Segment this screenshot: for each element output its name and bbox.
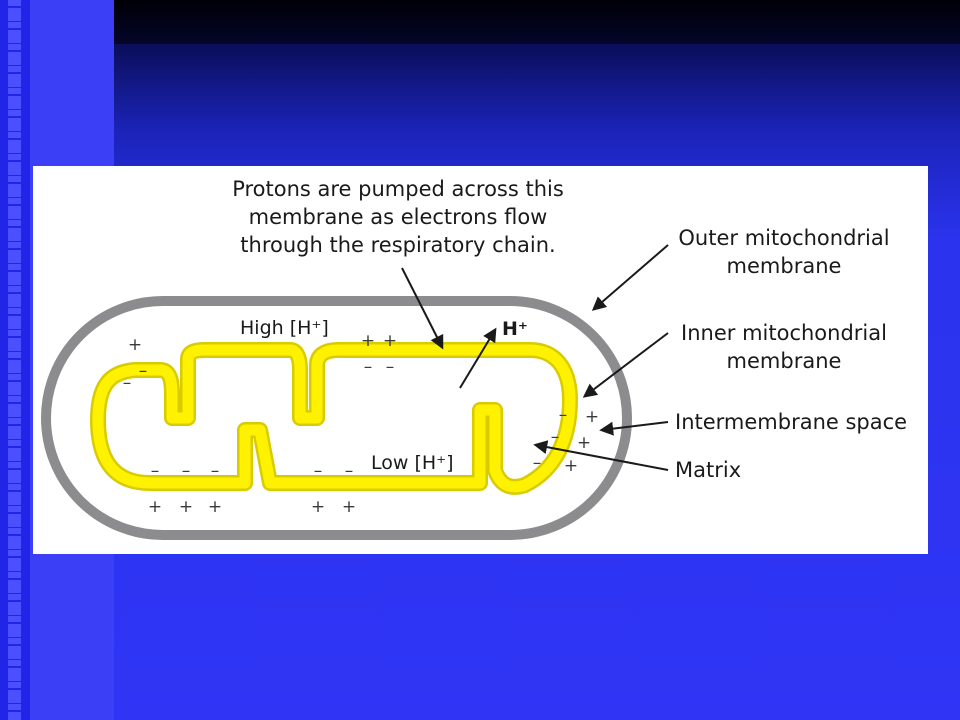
inner-membrane-label-2: membrane: [727, 349, 842, 373]
minus-sign: –: [386, 357, 395, 377]
low-h-label: Low [H⁺]: [371, 452, 454, 474]
minus-sign: –: [123, 373, 132, 393]
caption-line-2: membrane as electrons flow: [249, 205, 548, 229]
minus-sign: –: [533, 453, 542, 473]
plus-sign: +: [361, 331, 375, 351]
plus-sign: +: [311, 497, 325, 517]
intermembrane-space-label: Intermembrane space: [675, 410, 907, 434]
minus-sign: –: [182, 461, 191, 481]
minus-sign: –: [559, 405, 568, 425]
minus-sign: –: [345, 461, 354, 481]
outer-membrane: [41, 296, 632, 540]
caption-line-1: Protons are pumped across this: [232, 177, 564, 201]
plus-sign: +: [577, 433, 591, 453]
matrix-label: Matrix: [675, 458, 741, 482]
inner-membrane-label-1: Inner mitochondrial: [681, 321, 887, 345]
proton-arrow: [459, 327, 497, 389]
plus-sign: +: [128, 335, 142, 355]
plus-sign: +: [383, 331, 397, 351]
matrix-arrow: [533, 440, 669, 471]
proton-label: H⁺: [502, 318, 528, 340]
minus-sign: –: [314, 461, 323, 481]
plus-sign: +: [148, 497, 162, 517]
caption-line-3: through the respiratory chain.: [240, 233, 555, 257]
outer-membrane-arrow: [591, 244, 669, 311]
inner-membrane: [92, 344, 576, 493]
decorative-squares-rows: [0, 0, 30, 720]
minus-sign: –: [551, 427, 560, 447]
minus-sign: –: [139, 361, 148, 381]
plus-sign: +: [564, 456, 578, 476]
minus-sign: –: [151, 461, 160, 481]
outer-membrane-label-1: Outer mitochondrial: [678, 226, 889, 250]
intermembrane-arrow: [599, 421, 669, 436]
plus-sign: +: [179, 497, 193, 517]
inner-membrane-arrow: [582, 332, 669, 398]
plus-sign: +: [342, 497, 356, 517]
plus-sign: +: [208, 497, 222, 517]
caption-arrow: [401, 267, 444, 350]
minus-sign: –: [211, 461, 220, 481]
high-h-label: High [H⁺]: [240, 317, 329, 339]
outer-membrane-label-2: membrane: [727, 254, 842, 278]
plus-sign: +: [585, 407, 599, 427]
top-dark-band: [114, 0, 960, 44]
minus-sign: –: [364, 357, 373, 377]
